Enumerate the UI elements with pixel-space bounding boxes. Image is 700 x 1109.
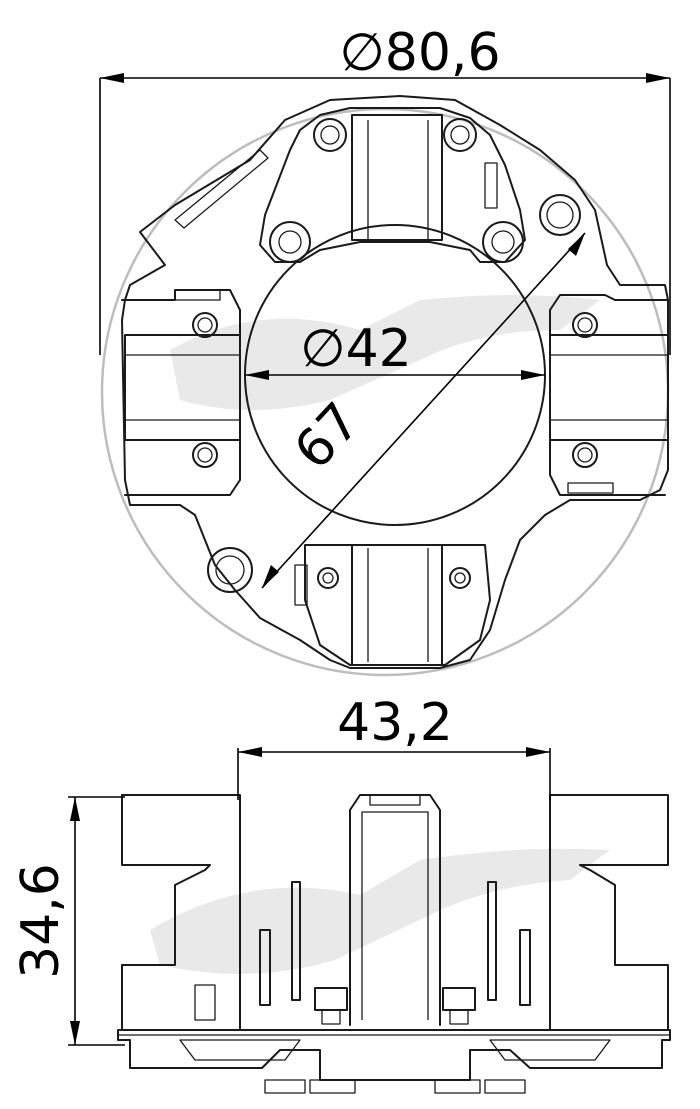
- bottom-bracket: [294, 544, 491, 666]
- left-brush-holder: [121, 289, 241, 496]
- body-contour-top: [121, 95, 669, 669]
- side-bolts: [314, 987, 476, 1025]
- dim-diagonal: 67: [261, 232, 586, 589]
- watermark-top: [170, 295, 600, 410]
- side-pins: [259, 881, 531, 1006]
- watermark-side: [150, 848, 610, 974]
- dim-inner-diameter: ∅42: [245, 319, 545, 380]
- bottom-width-label: 43,2: [337, 693, 453, 753]
- top-bracket-channel: [351, 114, 443, 241]
- base-plate: [117, 1029, 671, 1081]
- height-label: 34,6: [11, 863, 71, 979]
- top-slot: [484, 162, 498, 209]
- center-tower: [349, 794, 441, 1026]
- inner-diameter-label: ∅42: [300, 319, 411, 379]
- mount-holes: [192, 118, 598, 593]
- outer-diameter-label: ∅80,6: [339, 23, 500, 83]
- dim-bottom-width: 43,2: [237, 693, 551, 800]
- side-view: 43,2 34,6: [11, 693, 671, 1094]
- right-brush-holder: [549, 294, 669, 496]
- dim-height: 34,6: [11, 796, 125, 1046]
- top-view: ∅80,6 ∅42 67: [99, 23, 671, 677]
- right-block: [549, 794, 669, 1031]
- dim-outer-diameter: ∅80,6: [99, 23, 671, 355]
